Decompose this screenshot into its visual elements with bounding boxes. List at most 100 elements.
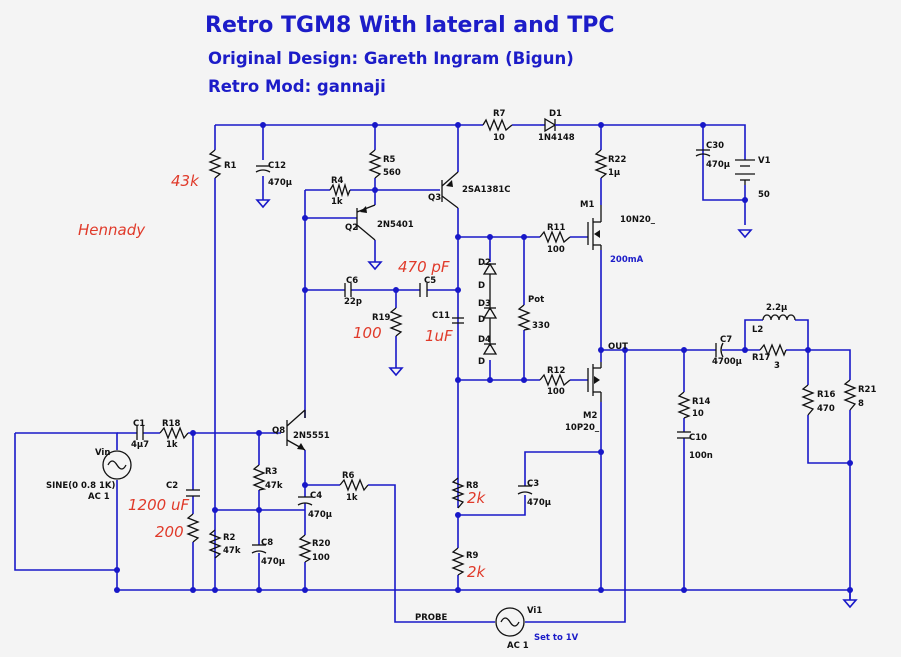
capacitor-c5	[419, 283, 428, 297]
resistor-r4	[329, 182, 351, 198]
label-c2: C2	[166, 481, 178, 491]
resistors	[159, 118, 857, 576]
mosfet-m2	[587, 362, 602, 402]
junctions	[114, 122, 853, 593]
resistor-r19	[389, 307, 403, 337]
label-r18: R18	[162, 419, 180, 429]
label-d4: D4	[478, 335, 491, 345]
value-c6: 22p	[344, 297, 362, 307]
label-r6: R6	[342, 471, 355, 481]
resistor-r18	[159, 426, 189, 440]
label-c3: C3	[527, 479, 539, 489]
label-d3: D3	[478, 299, 491, 309]
resistor-r7	[482, 118, 513, 132]
value-c30: 470µ	[706, 160, 730, 170]
note-c11: 1uF	[425, 327, 453, 345]
label-r16: R16	[817, 390, 835, 400]
label-q2: Q2	[345, 223, 358, 233]
capacitor-c30	[695, 149, 711, 157]
label-c8: C8	[261, 538, 273, 548]
source-vin	[102, 450, 132, 480]
value-r7: 10	[493, 133, 505, 143]
diode-d1	[540, 117, 560, 133]
value-r5: 560	[383, 168, 401, 178]
inductor-l2	[762, 314, 796, 321]
capacitor-c1	[136, 426, 144, 440]
value-m1: 10N20_	[620, 215, 656, 225]
label-r9: R9	[466, 551, 479, 561]
value-r18: 1k	[166, 440, 178, 450]
capacitor-c3	[517, 485, 533, 495]
note-r8: 2k	[467, 489, 487, 507]
component-labels: R1 C12 470µ R4 1k R5 560 Q2 2N5401 Q3 2S…	[46, 109, 876, 651]
value-r17: 3	[774, 361, 780, 371]
capacitor-c11	[452, 317, 464, 324]
label-r8: R8	[466, 481, 479, 491]
label-r2: R2	[223, 533, 236, 543]
value-r21: 8	[858, 399, 864, 409]
note-c5: 470 pF	[398, 258, 450, 276]
battery-v1	[735, 159, 755, 185]
note-r9: 2k	[467, 563, 487, 581]
value-c8: 470µ	[261, 557, 285, 567]
capacitor-c12	[255, 165, 271, 173]
resistor-r5	[368, 149, 382, 179]
mosfet-m1	[587, 205, 602, 250]
label-l2: L2	[752, 325, 763, 335]
value-d4: D	[478, 357, 485, 367]
label-r12: R12	[547, 366, 565, 376]
value-d2: D	[478, 281, 485, 291]
label-vin: Vin	[95, 448, 110, 458]
capacitor-c10	[677, 431, 691, 439]
value-r11: 100	[547, 245, 565, 255]
value-c7: 4700µ	[712, 357, 742, 367]
resistor-r3	[252, 464, 267, 491]
resistor-r9	[451, 547, 465, 576]
label-c10: C10	[689, 433, 707, 443]
resistor-r20	[298, 534, 312, 563]
label-c1: C1	[133, 419, 145, 429]
value-c4: 470µ	[308, 510, 332, 520]
label-m1: M1	[580, 200, 594, 210]
resistor-pot	[517, 304, 532, 331]
diode-d3	[482, 306, 498, 346]
note-r1: 43k	[171, 172, 200, 190]
label-v1: V1	[758, 156, 771, 166]
value-pot: 330	[532, 321, 550, 331]
label-d1: D1	[549, 109, 562, 119]
resistor-r14	[677, 391, 691, 419]
transistor-q8	[286, 409, 306, 451]
diodes	[482, 117, 560, 355]
value-m2: 10P20_	[565, 423, 600, 433]
value-q2: 2N5401	[377, 220, 414, 230]
resistor-r16	[801, 384, 815, 416]
resistor-c2-series	[186, 513, 200, 543]
resistor-r2	[208, 529, 222, 559]
resistor-r17	[759, 343, 787, 357]
wires	[14, 124, 851, 623]
value-l2: 2.2µ	[766, 303, 787, 313]
value-c3: 470µ	[527, 498, 551, 508]
value-c10: 100n	[689, 451, 713, 461]
ac-vi1: AC 1	[507, 641, 529, 651]
resistor-r1	[208, 149, 222, 179]
value-q8: 2N5551	[293, 431, 330, 441]
label-out: OUT	[608, 342, 628, 352]
value-c1: 4µ7	[131, 440, 149, 450]
transistor-q3	[441, 171, 459, 209]
subtitle-original-design: Original Design: Gareth Ingram (Bigun)	[208, 49, 574, 68]
note-hennady: Hennady	[78, 221, 146, 239]
value-vin: SINE(0 0.8 1K)	[46, 481, 115, 491]
transistor-q2	[356, 204, 376, 241]
label-c11: C11	[432, 311, 450, 321]
handwritten-notes: 43k Hennady 470 pF 100 1uF 1200 uF 200 2…	[78, 172, 487, 581]
value-v1: 50	[758, 190, 770, 200]
value-r3: 47k	[265, 481, 283, 491]
value-r14: 10	[692, 409, 704, 419]
value-r22: 1µ	[608, 168, 620, 178]
value-r6: 1k	[346, 493, 358, 503]
capacitor-c4	[297, 496, 313, 506]
label-c7: C7	[720, 335, 732, 345]
label-r5: R5	[383, 155, 396, 165]
